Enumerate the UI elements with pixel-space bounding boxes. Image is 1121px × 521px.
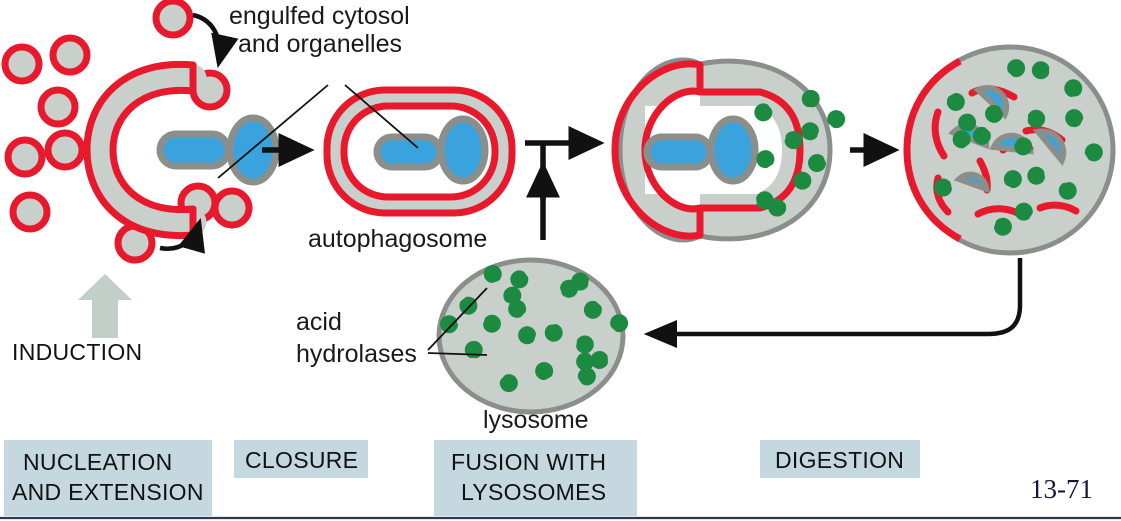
stage-label-fusion-line1: FUSION WITH	[451, 449, 606, 475]
vesicle	[1, 43, 43, 85]
outer-membrane	[323, 86, 516, 217]
acid-hydrolases-label-line1: acid	[296, 308, 342, 336]
fusion-body-structure	[611, 57, 846, 243]
leader-line-left	[217, 84, 329, 179]
stage-label-nucleation-line1: NUCLEATION	[23, 449, 173, 475]
acid-hydrolases-label-line2: hydrolases	[296, 340, 417, 368]
leader-hydrolase-upper	[427, 287, 488, 351]
inner-membrane	[340, 102, 499, 201]
stage-label-fusion-line2: LYSOSOMES	[461, 479, 606, 505]
vesicle	[152, 0, 194, 39]
vesicle	[211, 187, 253, 229]
stage-label-closure: CLOSURE	[245, 447, 358, 473]
stage-label-nucleation-line2: AND EXTENSION	[12, 479, 204, 505]
vesicle-recruit-arrow-bottom	[159, 217, 205, 254]
induction-arrow	[78, 274, 132, 338]
arrow-closure-to-fusion	[525, 125, 605, 240]
engulfed-label-line1: engulfed cytosol	[229, 2, 410, 30]
stage-box-closure: CLOSURE	[234, 440, 368, 478]
engulfed-organelles-stage1	[156, 114, 280, 186]
leader-line-right	[344, 84, 419, 149]
hydrolases-autolysosome	[934, 59, 1103, 236]
arrow-digestion-to-lysosome	[643, 258, 1023, 348]
stage-label-digestion: DIGESTION	[775, 447, 904, 473]
lysosome-structure	[436, 257, 629, 415]
vesicle	[9, 191, 51, 233]
induction-label: INDUCTION	[12, 339, 142, 365]
autophagosome-structure	[323, 86, 516, 217]
leader-hydrolase-lower	[427, 352, 488, 356]
vesicle-recruit-arrow-top	[192, 12, 239, 69]
vesicle	[4, 136, 46, 178]
stage-box-fusion: FUSION WITH LYSOSOMES	[434, 440, 637, 516]
stage-box-digestion: DIGESTION	[760, 440, 920, 478]
hydrolases-lysosome	[440, 265, 629, 393]
hydrolases-fusion	[754, 89, 846, 217]
stage-box-nucleation: NUCLEATION AND EXTENSION	[4, 440, 212, 516]
autophagosome-label: autophagosome	[308, 225, 487, 253]
vesicle	[44, 129, 86, 171]
figure-number: 13-71	[1030, 474, 1093, 504]
vesicle	[37, 86, 79, 128]
vesicle	[49, 34, 91, 76]
phagophore-structure	[1, 0, 280, 264]
lysosome-label: lysosome	[483, 406, 589, 434]
autolysosome-structure	[903, 44, 1116, 256]
engulfed-label-line2: and organelles	[238, 30, 402, 58]
